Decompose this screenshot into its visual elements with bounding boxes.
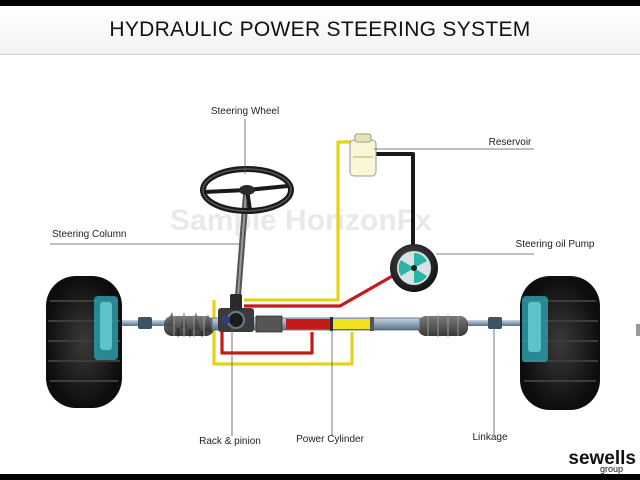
high-pressure-line	[220, 272, 397, 355]
left-wheel	[46, 276, 122, 408]
sewells-logo: sewells group	[568, 448, 636, 474]
steering-wheel	[200, 166, 294, 214]
right-tie-rod	[466, 317, 538, 329]
return-line	[212, 140, 354, 366]
label-rack-and-pinion: Rack & pinion	[199, 436, 261, 447]
edge-marker	[636, 324, 640, 336]
reservoir	[349, 133, 377, 177]
steering-oil-pump	[390, 244, 438, 292]
diagram-frame: HYDRAULIC POWER STEERING SYSTEM Samp	[0, 6, 640, 474]
left-boot	[164, 312, 214, 338]
label-steering-column: Steering Column	[52, 229, 126, 240]
title-bar: HYDRAULIC POWER STEERING SYSTEM	[0, 6, 640, 55]
supply-line	[376, 152, 415, 246]
label-linkage: Linkage	[472, 432, 507, 443]
label-reservoir: Reservoir	[489, 137, 532, 148]
label-power-cylinder: Power Cylinder	[296, 434, 364, 445]
steering-diagram: Sample HorizonFx	[46, 106, 640, 474]
leader-lines	[50, 119, 534, 436]
watermark-text: Sample HorizonFx	[170, 204, 432, 237]
label-steering-oil-pump: Steering oil Pump	[516, 239, 595, 250]
logo-sub: group	[600, 464, 623, 474]
logo-name: sewells	[568, 448, 636, 469]
left-tie-rod	[108, 317, 170, 329]
diagram-title: HYDRAULIC POWER STEERING SYSTEM	[109, 18, 531, 41]
label-steering-wheel: Steering Wheel	[211, 106, 279, 117]
right-boot	[418, 315, 468, 337]
right-wheel	[520, 276, 600, 410]
